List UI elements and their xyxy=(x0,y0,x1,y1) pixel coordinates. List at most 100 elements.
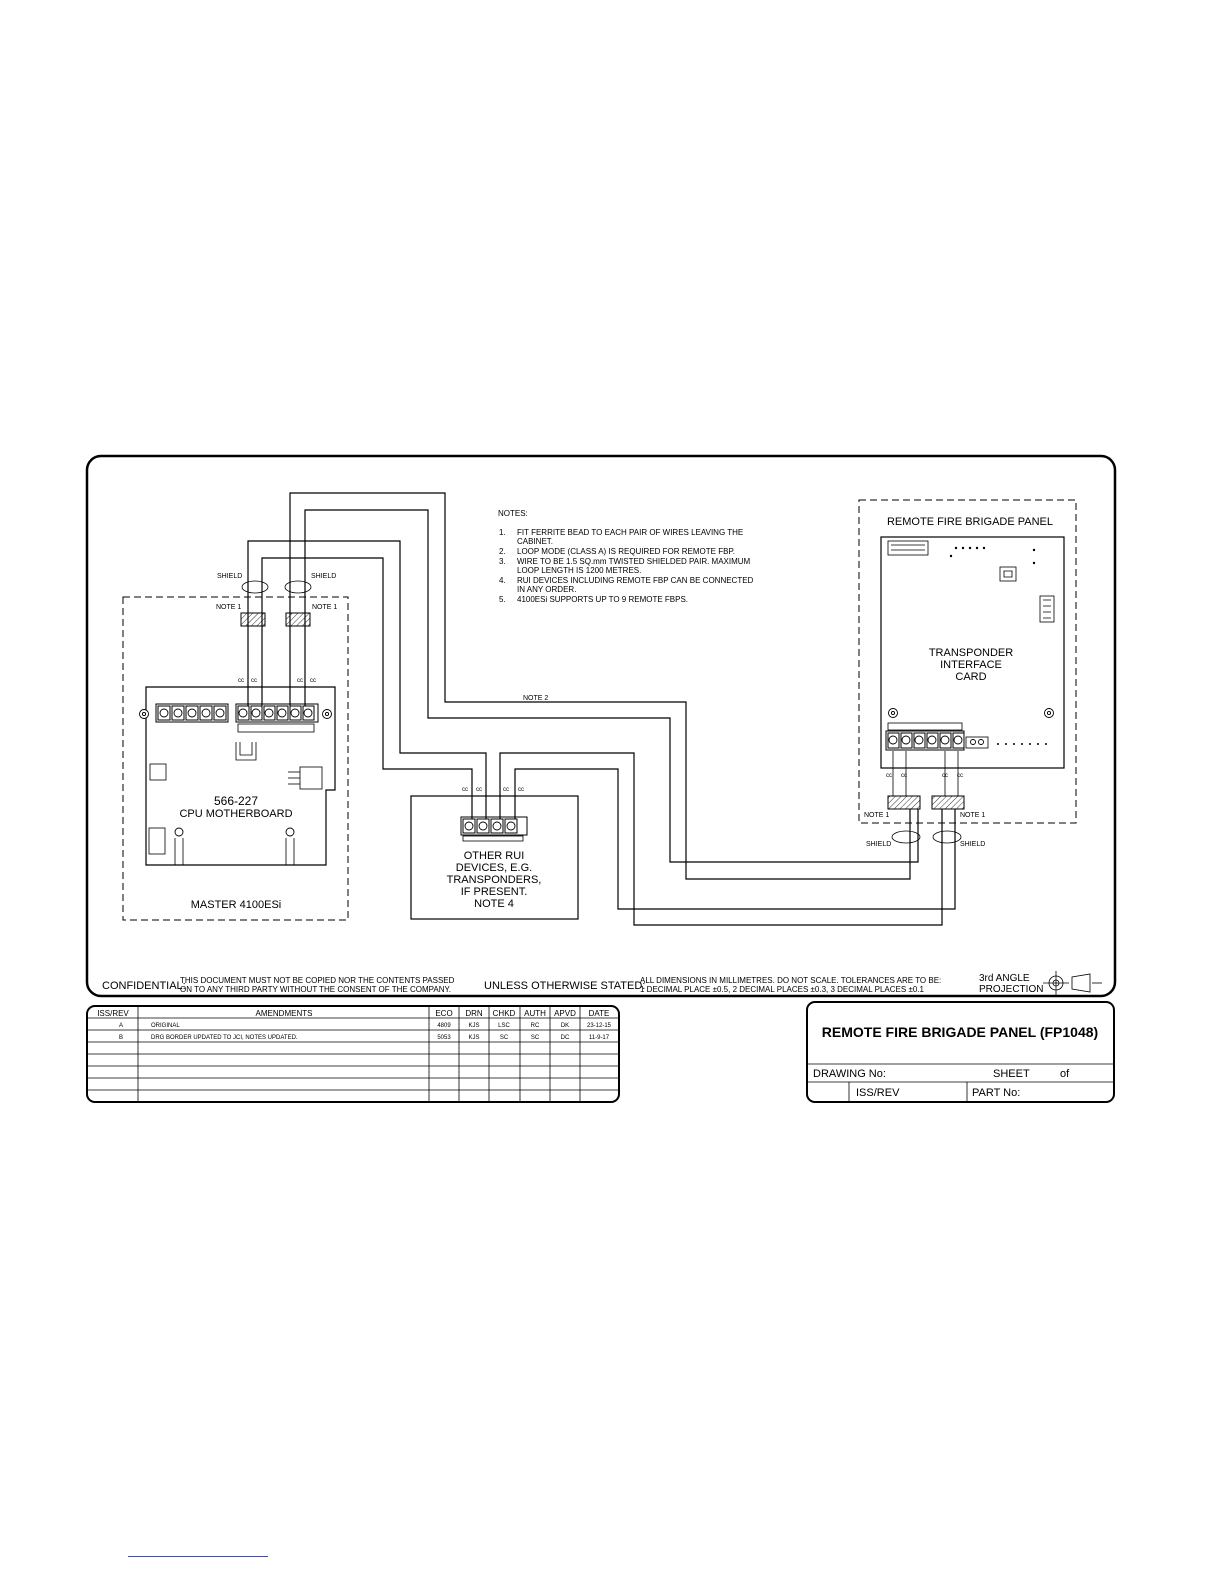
rev-header: AMENDMENTS xyxy=(256,1009,313,1018)
page-link-underline xyxy=(128,1556,268,1558)
rev-cell: 11-9-17 xyxy=(589,1035,610,1041)
rev-header: ECO xyxy=(435,1009,452,1018)
projection-text: PROJECTION xyxy=(979,984,1043,995)
note-number: 4. xyxy=(499,576,506,585)
note-text: CABINET. xyxy=(517,537,553,546)
note-text: LOOP LENGTH IS 1200 METRES. xyxy=(517,566,641,575)
cc-label: cc xyxy=(886,773,892,779)
cc-label: cc xyxy=(476,787,482,793)
remote-fire-brigade-panel: REMOTE FIRE BRIGADE PANEL xyxy=(858,499,1077,848)
of-label: of xyxy=(1060,1068,1070,1080)
confidential-label: CONFIDENTIAL: xyxy=(102,980,186,992)
unless-text: 1 DECIMAL PLACE ±0.5, 2 DECIMAL PLACES ±… xyxy=(640,985,925,994)
drawing-footer: CONFIDENTIAL: THIS DOCUMENT MUST NOT BE … xyxy=(102,971,1102,995)
rev-cell: LSC xyxy=(498,1023,510,1029)
rui-text: NOTE 4 xyxy=(474,898,514,910)
rev-cell: DRG BORDER UPDATED TO JCI, NOTES UPDATED… xyxy=(151,1035,298,1041)
cc-label: cc xyxy=(238,678,244,684)
rev-cell: B xyxy=(119,1035,123,1041)
rev-cell: KJS xyxy=(468,1035,479,1041)
unless-text: ALL DIMENSIONS IN MILLIMETRES. DO NOT SC… xyxy=(640,976,941,985)
rev-cell: SC xyxy=(500,1035,509,1041)
note2-label: NOTE 2 xyxy=(523,695,548,702)
note1-label: NOTE 1 xyxy=(864,812,889,819)
drawing-frame xyxy=(85,454,1117,998)
rui-text: TRANSPONDERS, xyxy=(447,874,542,886)
ferrite-bead xyxy=(240,612,266,627)
note-number: 2. xyxy=(499,547,506,556)
projection-text: 3rd ANGLE xyxy=(979,973,1030,984)
ferrite-bead xyxy=(285,612,311,627)
rev-header: CHKD xyxy=(493,1009,516,1018)
rui-text: DEVICES, E.G. xyxy=(456,862,532,874)
cpu-name: CPU MOTHERBOARD xyxy=(179,808,292,820)
wiring: NOTE 2 xyxy=(247,492,959,926)
rev-cell: 4809 xyxy=(437,1023,451,1029)
note-text: 4100ESi SUPPORTS UP TO 9 REMOTE FBPS. xyxy=(517,595,688,604)
part-no-label: PART No: xyxy=(972,1087,1020,1099)
cpu-part-number: 566-227 xyxy=(214,794,258,808)
note-text: IN ANY ORDER. xyxy=(517,585,576,594)
shield-label: SHIELD xyxy=(217,573,242,580)
master-title: MASTER 4100ESi xyxy=(191,899,281,911)
cpu-terminals-rui xyxy=(237,705,315,721)
ferrite-bead xyxy=(931,795,965,810)
note-text: LOOP MODE (CLASS A) IS REQUIRED FOR REMO… xyxy=(517,547,735,556)
tic-text: TRANSPONDER xyxy=(929,647,1013,659)
note1-label: NOTE 1 xyxy=(216,604,241,611)
third-angle-projection-icon xyxy=(1043,971,1102,995)
cpu-motherboard: 566-227 CPU MOTHERBOARD xyxy=(139,686,336,866)
tic-text: CARD xyxy=(955,671,986,683)
title-block: REMOTE FIRE BRIGADE PANEL (FP1048) DRAWI… xyxy=(806,1001,1115,1103)
confidential-text: ON TO ANY THIRD PARTY WITHOUT THE CONSEN… xyxy=(180,985,451,994)
shield-label: SHIELD xyxy=(866,841,891,848)
drawing-title: REMOTE FIRE BRIGADE PANEL (FP1048) xyxy=(822,1024,1098,1040)
unless-label: UNLESS OTHERWISE STATED: xyxy=(484,980,645,992)
note-text: WIRE TO BE 1.5 SQ.mm TWISTED SHIELDED PA… xyxy=(517,557,751,566)
rui-text: IF PRESENT. xyxy=(461,886,528,898)
cc-label: cc xyxy=(518,787,524,793)
rui-text: OTHER RUI xyxy=(464,850,525,862)
rev-header: AUTH xyxy=(524,1009,546,1018)
rev-cell: DC xyxy=(561,1035,570,1041)
note1-label: NOTE 1 xyxy=(960,812,985,819)
revision-table: ISS/REV AMENDMENTS ECO DRN CHKD AUTH APV… xyxy=(86,1005,620,1103)
rev-cell: SC xyxy=(531,1035,540,1041)
note-number: 5. xyxy=(499,595,506,604)
note-text: FIT FERRITE BEAD TO EACH PAIR OF WIRES L… xyxy=(517,528,743,537)
ferrite-bead xyxy=(887,795,921,810)
rev-cell: KJS xyxy=(468,1023,479,1029)
rev-cell: RC xyxy=(531,1023,540,1029)
note-number: 1. xyxy=(499,528,506,537)
cc-label: cc xyxy=(957,773,963,779)
master-panel: MASTER 4100ESi xyxy=(122,573,349,921)
shield-label: SHIELD xyxy=(311,573,336,580)
drawing-no-label: DRAWING No: xyxy=(813,1068,886,1080)
rev-cell: 23-12-15 xyxy=(587,1023,612,1029)
rev-cell: ORIGINAL xyxy=(151,1023,180,1029)
rev-header: ISS/REV xyxy=(97,1009,129,1018)
note1-label: NOTE 1 xyxy=(312,604,337,611)
rev-header: APVD xyxy=(554,1009,576,1018)
cc-label: cc xyxy=(462,787,468,793)
cc-label: cc xyxy=(901,773,907,779)
shield-label: SHIELD xyxy=(960,841,985,848)
notes-block: NOTES: 1. FIT FERRITE BEAD TO EACH PAIR … xyxy=(498,509,754,604)
cc-label: cc xyxy=(251,678,257,684)
cc-label: cc xyxy=(503,787,509,793)
rev-cell: DK xyxy=(561,1023,569,1029)
notes-heading: NOTES: xyxy=(498,509,528,518)
cpu-terminals-left xyxy=(157,705,227,721)
other-rui-devices: cc cc cc cc OTHER RUI DEVICES, E.G. TRAN… xyxy=(410,787,579,920)
confidential-text: THIS DOCUMENT MUST NOT BE COPIED NOR THE… xyxy=(180,976,455,985)
rev-cell: A xyxy=(119,1023,123,1029)
cc-label: cc xyxy=(310,678,316,684)
note-number: 3. xyxy=(499,557,506,566)
sheet-label: SHEET xyxy=(993,1068,1030,1080)
transponder-interface-card: TRANSPONDER INTERFACE CARD xyxy=(880,536,1065,769)
rev-cell: 5053 xyxy=(437,1035,451,1041)
note-text: RUI DEVICES INCLUDING REMOTE FBP CAN BE … xyxy=(517,576,754,585)
tic-text: INTERFACE xyxy=(940,659,1002,671)
cc-label: cc xyxy=(297,678,303,684)
